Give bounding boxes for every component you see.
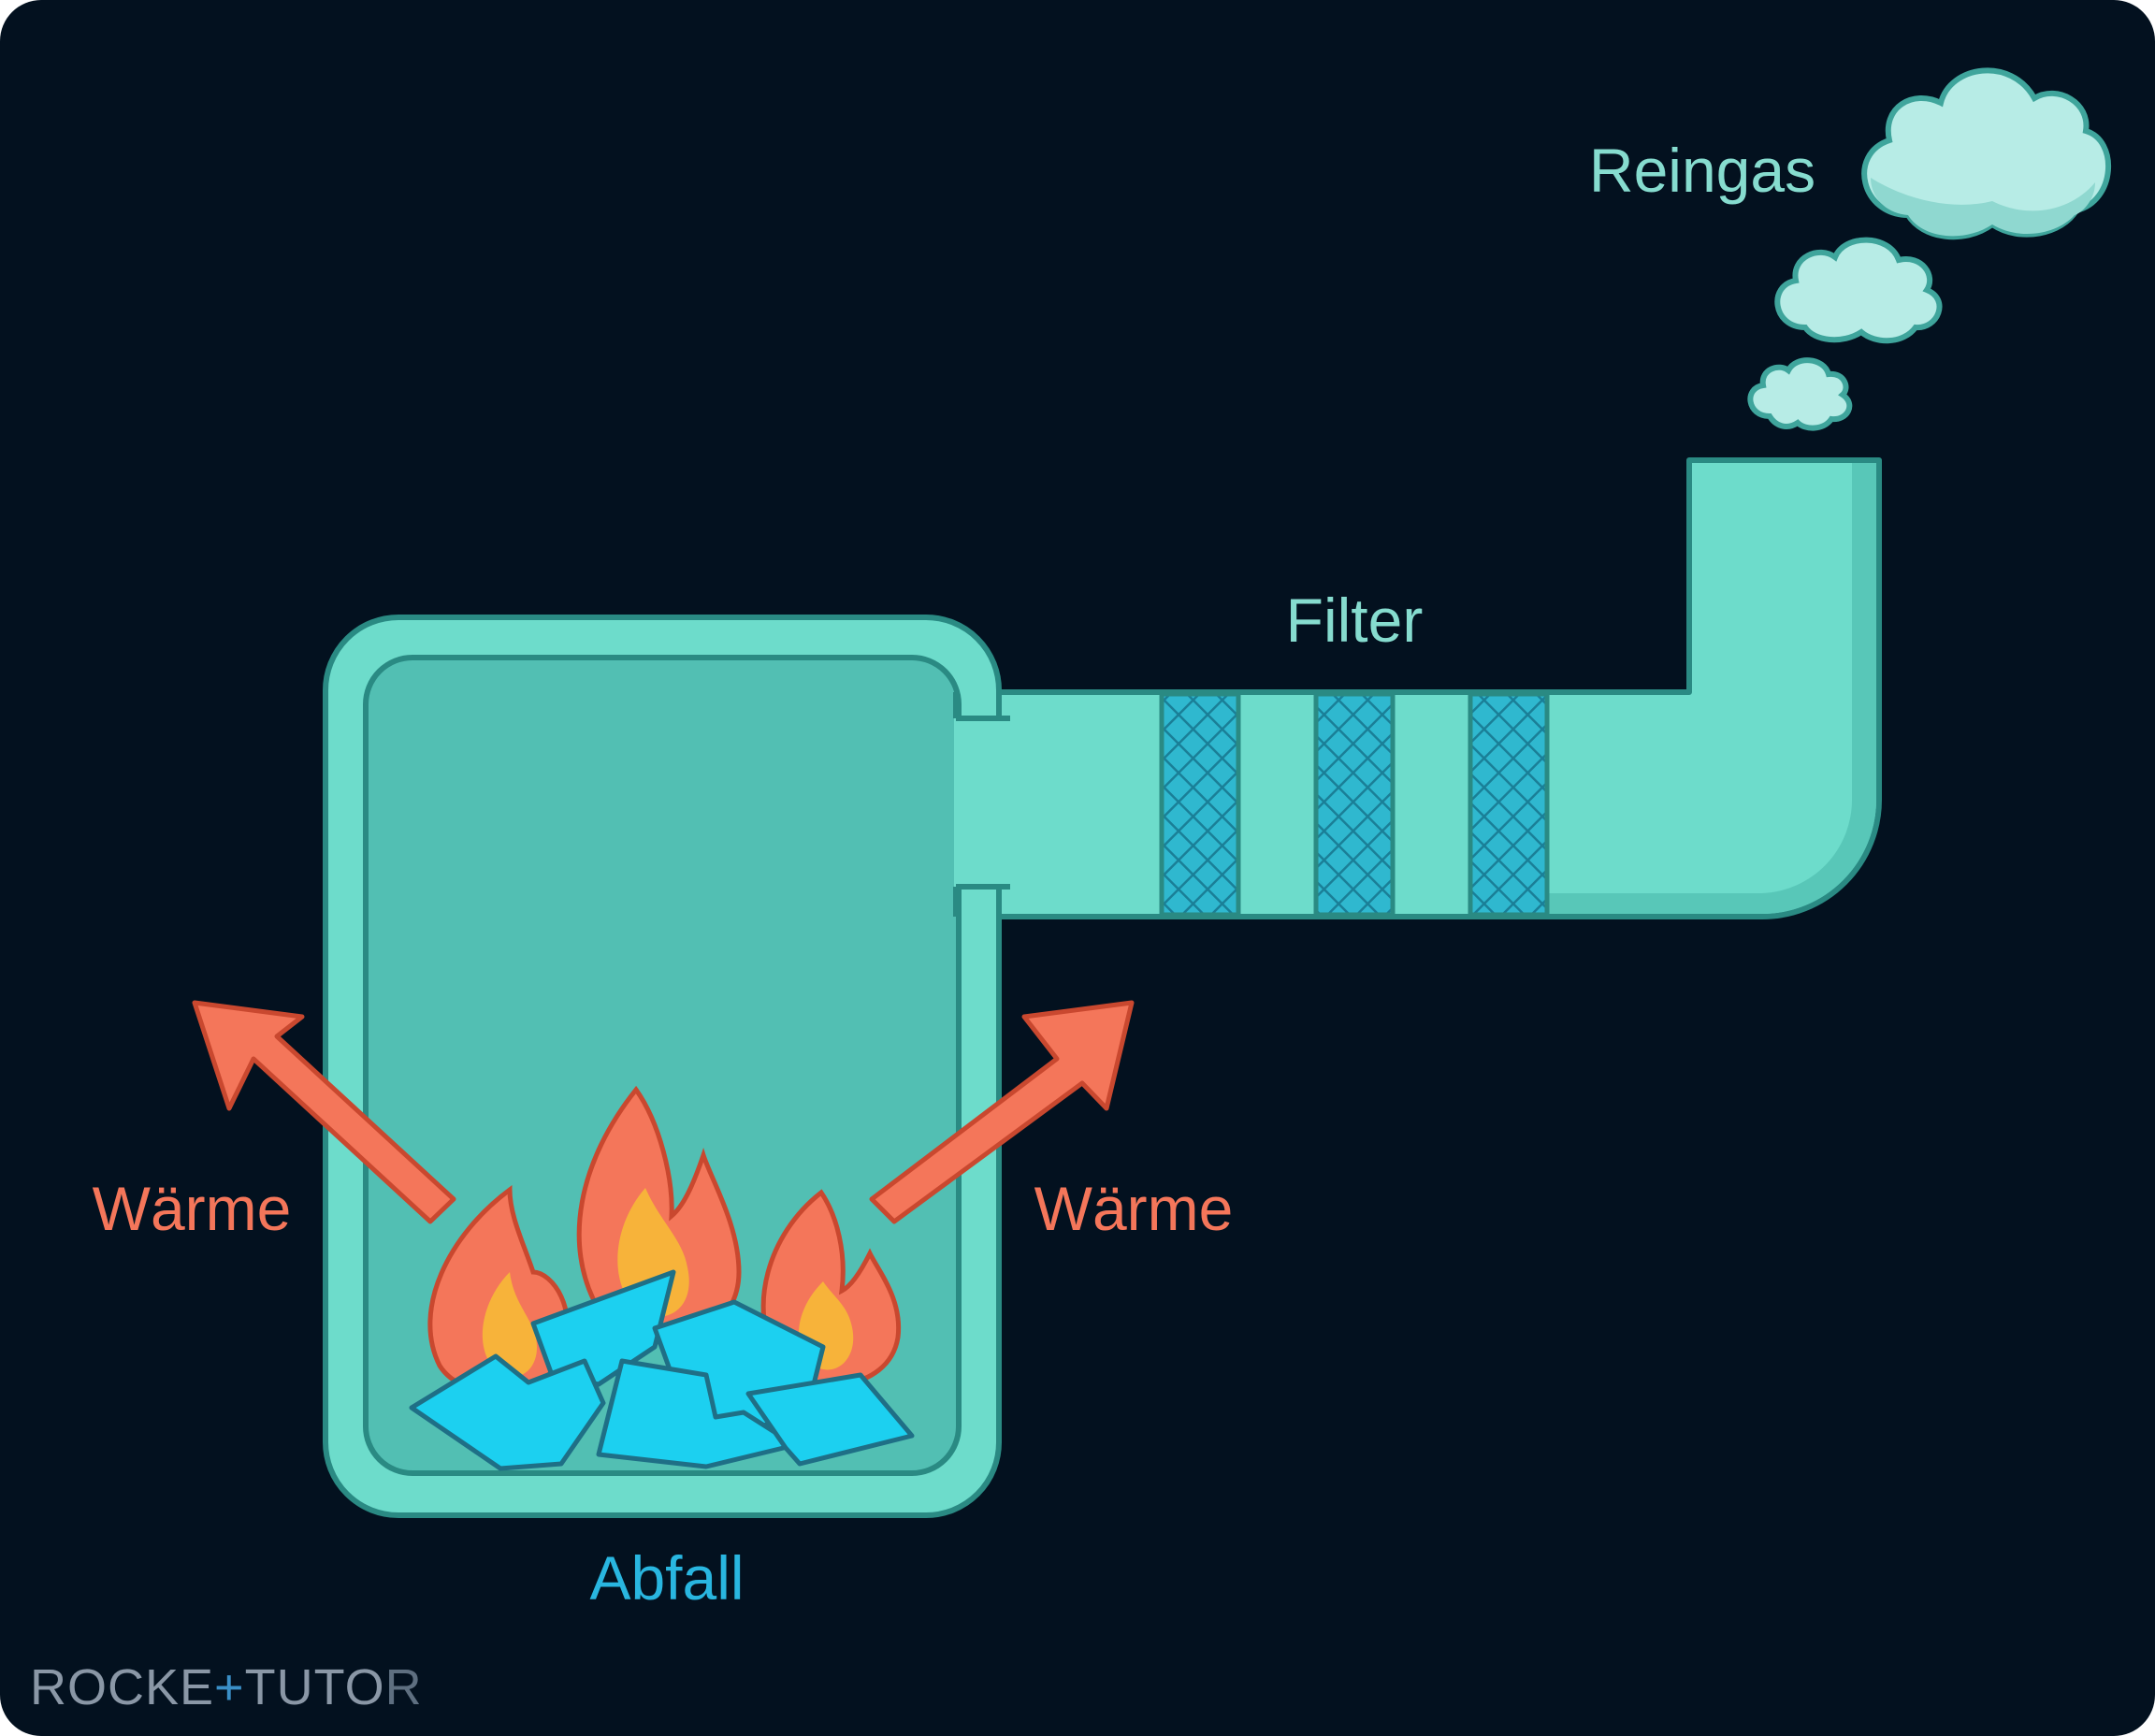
heat-arrow-right-icon xyxy=(869,1000,1135,1224)
waste-piece xyxy=(409,1353,606,1471)
filter-screen-1 xyxy=(1159,691,1241,918)
filter-screen-3 xyxy=(1468,691,1550,918)
cloud-small-icon xyxy=(1747,357,1853,431)
filter-label: Filter xyxy=(1286,586,1424,655)
cloud-large-icon xyxy=(1861,67,2112,240)
waste-piece xyxy=(596,1358,798,1469)
watermark-logo: ROCKE+TUTOR xyxy=(30,1659,423,1715)
exhaust-pipe xyxy=(970,457,1882,919)
chamber-outlet xyxy=(954,718,1010,887)
heat-right-label: Wärme xyxy=(1034,1174,1234,1243)
heat-left-label: Wärme xyxy=(93,1174,292,1243)
filter-screen-2 xyxy=(1313,691,1396,918)
pipe-shading xyxy=(1543,463,1876,914)
flame-left-icon xyxy=(427,1185,571,1396)
waste-pile xyxy=(409,1269,915,1471)
waste-label: Abfall xyxy=(589,1543,744,1613)
waste-piece xyxy=(745,1372,915,1467)
cloud-medium-icon xyxy=(1774,237,1943,344)
clean-gas-label: Reingas xyxy=(1589,136,1815,205)
heat-arrow-left-icon xyxy=(192,1000,456,1224)
